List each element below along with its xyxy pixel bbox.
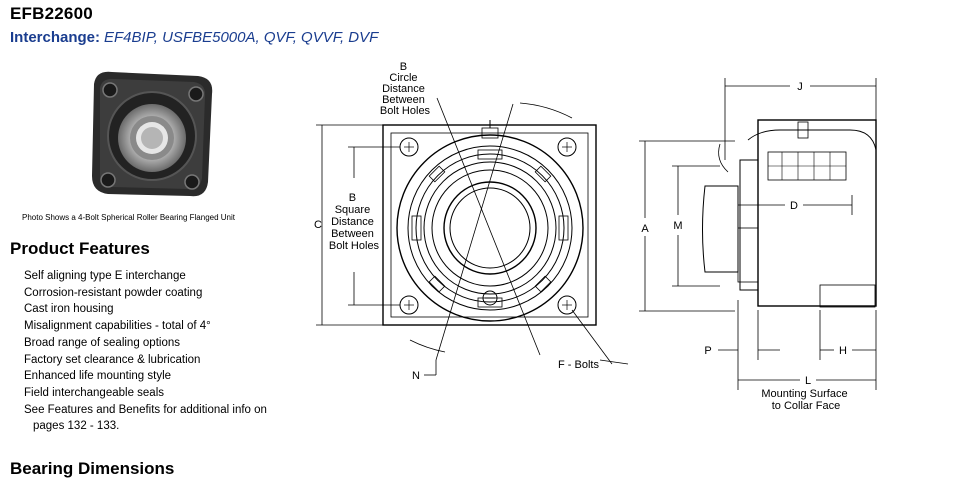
feature-item: Cast iron housing [24,303,114,316]
front-view-drawing [382,120,597,326]
feature-item: Broad range of sealing options [24,336,180,349]
mounting-surface-label: Mounting Surface to Collar Face [761,388,850,412]
feature-more-info: See Features and Benefits for additional… [24,402,274,435]
dim-c-label: C [314,219,322,231]
interchange-label: Interchange: [10,29,101,46]
feature-item: Factory set clearance & lubrication [24,353,201,366]
dim-n-label: N [412,370,420,382]
bearing-dimension-diagram: B Circle Distance Between Bolt Holes B S… [314,61,877,412]
feature-item: Self aligning type E interchange [24,270,186,282]
bearing-dimensions-heading: Bearing Dimensions [10,459,175,478]
side-view-drawing [702,119,877,308]
bearing-unit-photo [92,71,213,197]
dim-l-label: L [805,375,811,387]
dim-b-square-label: B Square Distance Between Bolt Holes [329,192,380,252]
feature-more-info-line2: pages 132 - 133. [33,420,120,433]
dim-a-label: A [641,223,649,235]
product-title: EFB22600 [10,4,93,23]
dim-f-bolts-label: F - Bolts [558,359,599,371]
feature-item: Enhanced life mounting style [24,370,172,383]
dim-h-label: H [839,345,847,357]
dim-d-label: D [790,200,798,212]
dim-p-label: P [704,345,711,357]
dim-m-label: M [673,220,682,232]
dim-b-circle-label: B Circle Distance Between Bolt Holes [380,61,431,117]
feature-item: Field interchangeable seals [24,386,165,399]
feature-more-info-line1: See Features and Benefits for additional… [24,403,267,416]
dim-j-label: J [797,81,803,93]
interchange-values: EF4BIP, USFBE5000A, QVF, QVVF, DVF [104,29,379,46]
product-features-heading: Product Features [10,239,150,258]
feature-item: Misalignment capabilities - total of 4° [24,320,211,333]
photo-caption: Photo Shows a 4-Bolt Spherical Roller Be… [22,213,236,222]
product-features-list: Self aligning type E interchange Corrosi… [24,268,274,435]
interchange-line: Interchange:EF4BIP, USFBE5000A, QVF, QVV… [10,29,378,46]
feature-item: Corrosion-resistant powder coating [24,286,203,299]
front-view-dimension-lines [316,97,629,376]
side-view-dimension-lines [639,78,877,390]
